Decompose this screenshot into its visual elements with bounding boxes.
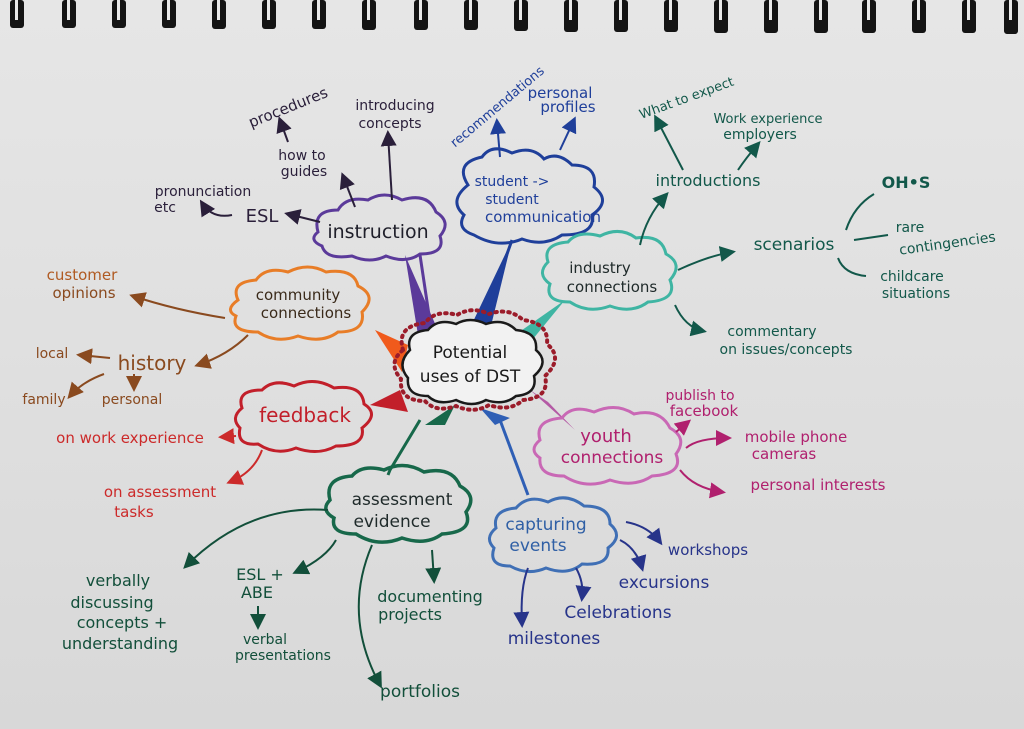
community-opinions: opinions	[52, 284, 115, 302]
youth-mobile-phone: mobile phone	[745, 428, 848, 446]
community-history: history	[118, 351, 187, 375]
industry-childcare: childcare	[880, 269, 944, 285]
industry-introductions: introductions	[656, 171, 761, 190]
industry-situations: situations	[882, 286, 950, 302]
instruction-label: instruction	[327, 221, 428, 243]
instruction-howto: how to	[278, 148, 325, 164]
assessment-presentations: presentations	[235, 648, 331, 664]
center-title-line1: Potential	[433, 343, 507, 363]
student-personal: personal	[528, 84, 593, 102]
youth-label-1: youth	[580, 426, 632, 447]
instruction-esl: ESL	[246, 206, 279, 227]
community-family: family	[22, 392, 65, 408]
node-assessment-evidence: assessment evidence verbally discussing …	[62, 463, 483, 702]
assessment-understanding: understanding	[62, 634, 178, 653]
node-youth-connections: youth connections publish to facebook mo…	[532, 388, 886, 499]
feedback-label: feedback	[259, 403, 351, 427]
youth-cameras: cameras	[752, 445, 817, 463]
assessment-verbally: verbally	[86, 571, 150, 590]
instruction-procedures: procedures	[246, 83, 331, 131]
assessment-concepts: concepts +	[77, 613, 168, 632]
events-workshops: workshops	[668, 541, 748, 559]
community-local: local	[36, 346, 69, 362]
instruction-guides: guides	[281, 164, 327, 180]
community-personal: personal	[102, 392, 162, 408]
youth-facebook: facebook	[670, 402, 739, 420]
student-label-3: communication	[485, 208, 601, 226]
assessment-label-2: evidence	[353, 512, 430, 532]
community-label-2: connections	[261, 304, 352, 322]
industry-label-1: industry	[569, 259, 631, 277]
industry-rare: rare	[896, 220, 924, 236]
node-instruction: instruction ESL pronunciation etc how to…	[154, 83, 447, 262]
industry-commentary: commentary	[727, 324, 816, 340]
assessment-projects: projects	[378, 605, 442, 624]
community-label-1: community	[256, 286, 341, 304]
center-title-line2: uses of DST	[420, 367, 521, 387]
industry-on-issues: on issues/concepts	[720, 342, 853, 358]
assessment-esl: ESL +	[236, 565, 284, 584]
community-customer: customer	[47, 266, 118, 284]
youth-label-2: connections	[561, 448, 664, 468]
assessment-abe: ABE	[241, 583, 273, 602]
events-excursions: excursions	[619, 573, 710, 593]
assessment-verbal: verbal	[243, 632, 287, 648]
student-label-1: student ->	[475, 174, 550, 190]
assessment-portfolios: portfolios	[380, 682, 460, 702]
feedback-work-experience: on work experience	[56, 429, 204, 447]
node-capturing-events: capturing events workshops excursions Ce…	[488, 496, 748, 649]
feedback-assessment: on assessment	[104, 483, 216, 501]
industry-employers: employers	[723, 127, 797, 143]
node-community-connections: community connections customer opinions …	[22, 265, 371, 408]
industry-label-2: connections	[567, 278, 658, 296]
center-node: Potential uses of DST	[392, 308, 557, 412]
instruction-pronunciation-etc: etc	[154, 200, 176, 216]
industry-work-experience: Work experience	[713, 112, 822, 127]
assessment-discussing: discussing	[70, 593, 153, 612]
student-label-2: student	[485, 192, 539, 208]
instruction-concepts: concepts	[358, 116, 421, 132]
assessment-documenting: documenting	[377, 587, 482, 606]
feedback-tasks: tasks	[114, 503, 154, 521]
events-label-1: capturing	[505, 515, 586, 535]
node-feedback: feedback on work experience on assessmen…	[56, 380, 373, 521]
industry-ohs: OH•S	[882, 173, 931, 192]
student-profiles: profiles	[540, 98, 595, 116]
youth-publish: publish to	[665, 388, 734, 404]
events-celebrations: Celebrations	[564, 603, 671, 623]
events-milestones: milestones	[508, 629, 601, 649]
youth-personal-interests: personal interests	[751, 476, 886, 494]
assessment-label-1: assessment	[352, 490, 453, 510]
industry-scenarios: scenarios	[754, 235, 835, 255]
spiral-binding	[10, 0, 1018, 34]
instruction-pronunciation: pronunciation	[155, 184, 252, 200]
node-industry-connections: industry connections introductions What …	[541, 75, 997, 358]
instruction-introducing: introducing	[355, 98, 434, 114]
events-label-2: events	[509, 536, 566, 556]
node-student-communication: student -> student communication recomme…	[448, 64, 604, 245]
